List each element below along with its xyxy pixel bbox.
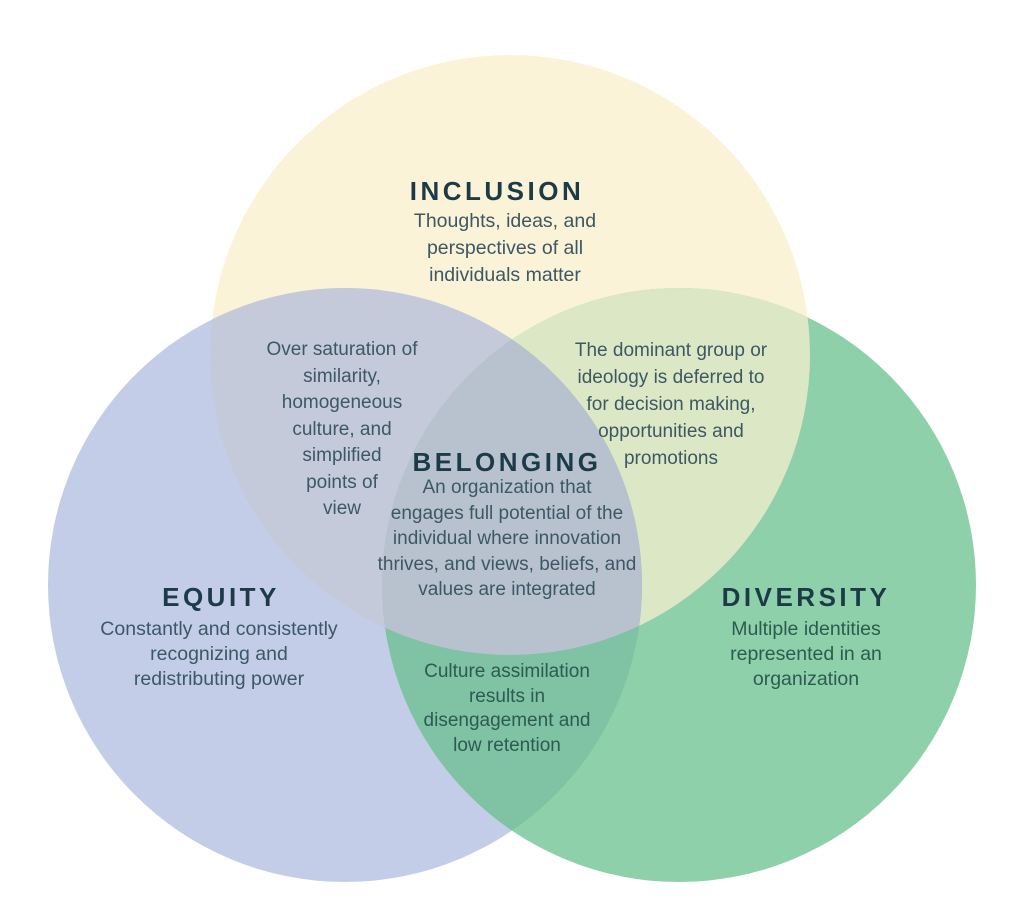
belonging-center-region xyxy=(382,288,642,655)
